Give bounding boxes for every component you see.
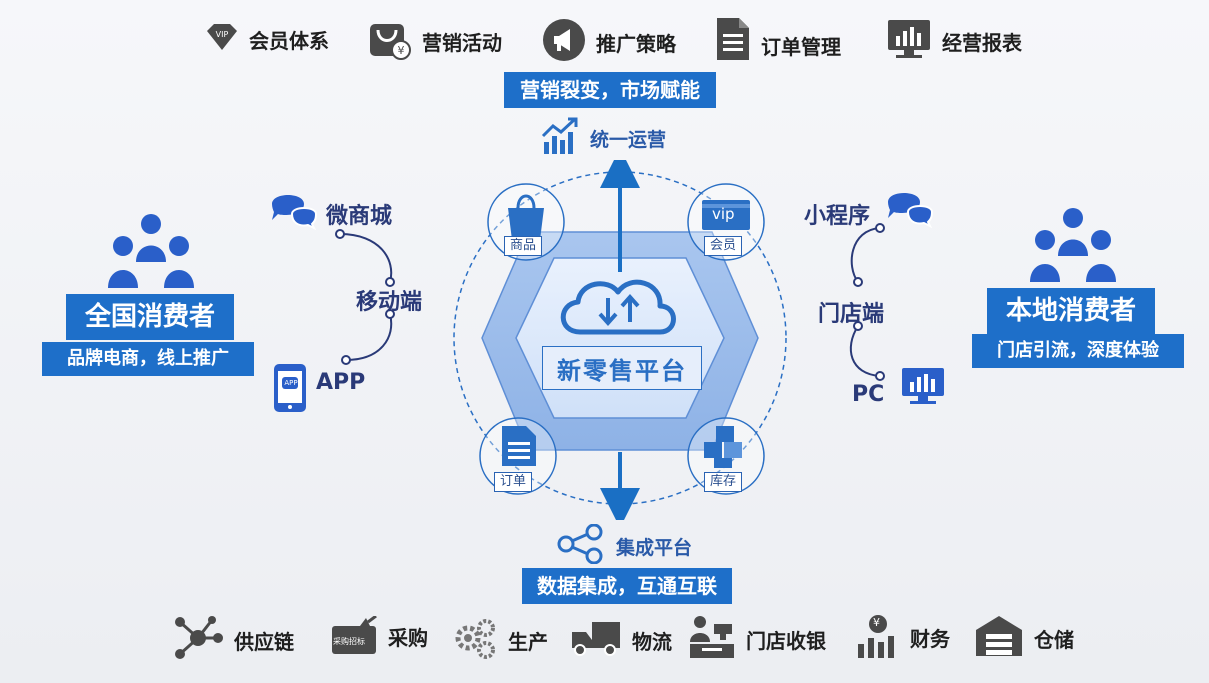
bottom-item-purchase[interactable]: 采购招标 采购 [330, 614, 428, 656]
shopping-bag-icon: ¥ [368, 18, 412, 64]
corner-label-goods: 商品 [504, 236, 543, 256]
top-node-label: 统一运营 [590, 128, 667, 151]
platform-title: 新零售平台 [542, 346, 702, 390]
right-connector-path [849, 223, 885, 381]
finance-chart-icon: ¥ [856, 614, 900, 660]
right-people-icon [1030, 208, 1116, 282]
vip-card-text: vip [712, 205, 735, 223]
bottom-item-label: 物流 [632, 629, 672, 654]
corner-label-inventory: 库存 [704, 472, 743, 492]
megaphone-icon [542, 18, 586, 66]
bottom-item-label: 门店收银 [746, 628, 826, 653]
left-node-app[interactable]: APP [316, 370, 366, 395]
finance-badge: ¥ [873, 616, 880, 629]
gears-icon [452, 616, 498, 664]
svg-text:¥: ¥ [398, 44, 405, 57]
document-icon [715, 16, 751, 66]
goods-bag-icon [508, 194, 544, 240]
top-item-label: 推广策略 [596, 31, 676, 56]
bottom-banner: 数据集成，互通互联 [522, 568, 732, 604]
top-item-marketing[interactable]: ¥ 营销活动 [368, 18, 502, 64]
cashier-icon [688, 614, 736, 664]
top-item-orders[interactable]: 订单管理 [715, 16, 841, 66]
pc-monitor-icon [900, 366, 946, 412]
monitor-chart-icon [886, 18, 932, 64]
top-item-membership[interactable]: VIP 会员体系 [205, 22, 329, 56]
bottom-item-label: 供应链 [234, 629, 294, 654]
svg-text:VIP: VIP [216, 30, 229, 39]
corner-label-order: 订单 [494, 472, 533, 492]
right-subtitle: 门店引流，深度体验 [972, 334, 1184, 368]
platform-title-text: 新零售平台 [557, 356, 687, 385]
inventory-boxes-icon [704, 426, 742, 468]
bottom-item-label: 财务 [910, 626, 950, 651]
bottom-node-integration-platform[interactable]: 集成平台 [556, 523, 693, 568]
top-item-reports[interactable]: 经营报表 [886, 18, 1022, 64]
left-subtitle: 品牌电商，线上推广 [42, 342, 254, 376]
bottom-node-label: 集成平台 [616, 536, 693, 559]
cloud-sync-icon [560, 279, 676, 335]
top-item-label: 经营报表 [942, 30, 1022, 55]
warehouse-icon [974, 614, 1024, 662]
top-item-label: 会员体系 [249, 28, 329, 53]
member-vip-card-icon [702, 200, 750, 230]
bottom-item-warehouse[interactable]: 仓储 [974, 614, 1074, 662]
left-node-micro-mall[interactable]: 微商城 [326, 204, 393, 229]
top-node-unified-operation[interactable]: 统一运营 [540, 116, 666, 160]
dashed-orbit [453, 171, 787, 505]
left-connector-path [335, 229, 395, 365]
phone-app-icon [272, 362, 308, 418]
purchase-tag-icon: 采购招标 [330, 614, 378, 656]
right-node-store[interactable]: 门店端 [818, 302, 885, 327]
vip-diamond-icon: VIP [205, 22, 239, 56]
top-banner: 营销裂变，市场赋能 [504, 72, 716, 108]
left-node-mobile[interactable]: 移动端 [356, 290, 423, 315]
right-chat-bubbles-icon [884, 184, 936, 232]
bottom-item-supply-chain[interactable]: 供应链 [172, 616, 294, 664]
bottom-item-production[interactable]: 生产 [452, 616, 548, 664]
right-node-pc[interactable]: PC [852, 382, 885, 407]
phone-app-badge: APP [284, 379, 298, 387]
right-node-mini-program[interactable]: 小程序 [804, 204, 871, 229]
left-title: 全国消费者 [66, 294, 234, 340]
growth-chart-icon [540, 116, 580, 160]
network-nodes-icon [172, 616, 224, 664]
bottom-item-finance[interactable]: ¥ 财务 [856, 614, 950, 660]
center-diagram [453, 160, 787, 520]
top-item-label: 订单管理 [761, 34, 841, 59]
left-people-icon [108, 214, 194, 288]
chat-bubbles-icon [268, 186, 320, 234]
bottom-item-label: 生产 [508, 629, 548, 654]
right-title: 本地消费者 [987, 288, 1155, 334]
top-item-promotion[interactable]: 推广策略 [542, 18, 676, 66]
top-item-label: 营销活动 [422, 30, 502, 55]
purchase-badge: 采购招标 [333, 637, 365, 646]
inner-hexagon [515, 257, 725, 419]
bottom-item-logistics[interactable]: 物流 [570, 618, 672, 662]
truck-icon [570, 618, 622, 662]
order-document-icon [502, 426, 536, 466]
bottom-item-cashier[interactable]: 门店收银 [688, 614, 826, 664]
share-network-icon [556, 523, 604, 568]
bottom-item-label: 仓储 [1034, 627, 1074, 652]
corner-label-member: 会员 [704, 236, 743, 256]
bottom-item-label: 采购 [388, 625, 428, 650]
